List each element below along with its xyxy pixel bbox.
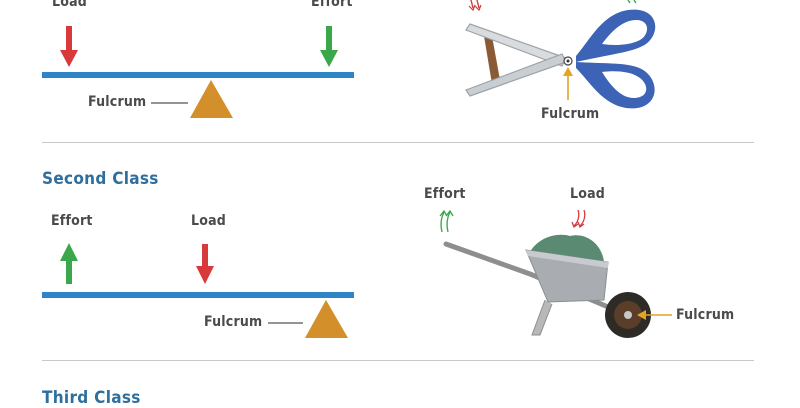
second-class-fulcrum-triangle	[305, 300, 348, 338]
scissors-icon	[465, 0, 656, 109]
second-class-effort-label: Effort	[51, 213, 93, 229]
wheelbarrow-effort-arrows-icon	[439, 209, 454, 233]
second-class-beam	[42, 292, 354, 298]
first-class-load-label: Load	[52, 0, 87, 10]
wheelbarrow-load-arrows-icon	[571, 209, 586, 229]
first-class-beam	[42, 72, 354, 78]
wheelbarrow-fulcrum-label: Fulcrum	[676, 307, 735, 323]
first-class-fulcrum-label: Fulcrum	[88, 94, 147, 110]
section-divider-1	[42, 142, 754, 143]
second-class-heading: Second Class	[42, 169, 159, 189]
wheelbarrow-effort-label: Effort	[424, 186, 466, 202]
scissors-fulcrum-arrow	[563, 67, 573, 100]
second-class-load-arrow	[196, 244, 214, 284]
first-class-fulcrum-triangle	[190, 80, 233, 118]
scissors-fulcrum-label: Fulcrum	[541, 106, 600, 122]
wheelbarrow-icon	[443, 234, 651, 338]
wheelbarrow-fulcrum-arrow	[637, 310, 672, 320]
first-class-load-arrow	[60, 26, 78, 67]
third-class-heading: Third Class	[42, 388, 141, 408]
second-class-effort-arrow	[60, 243, 78, 284]
section-divider-2	[42, 360, 754, 361]
wheelbarrow-load-label: Load	[570, 186, 605, 202]
first-class-effort-label: Effort	[311, 0, 353, 10]
second-class-load-label: Load	[191, 213, 226, 229]
first-class-effort-arrow	[320, 26, 338, 67]
second-class-fulcrum-label: Fulcrum	[204, 314, 263, 330]
